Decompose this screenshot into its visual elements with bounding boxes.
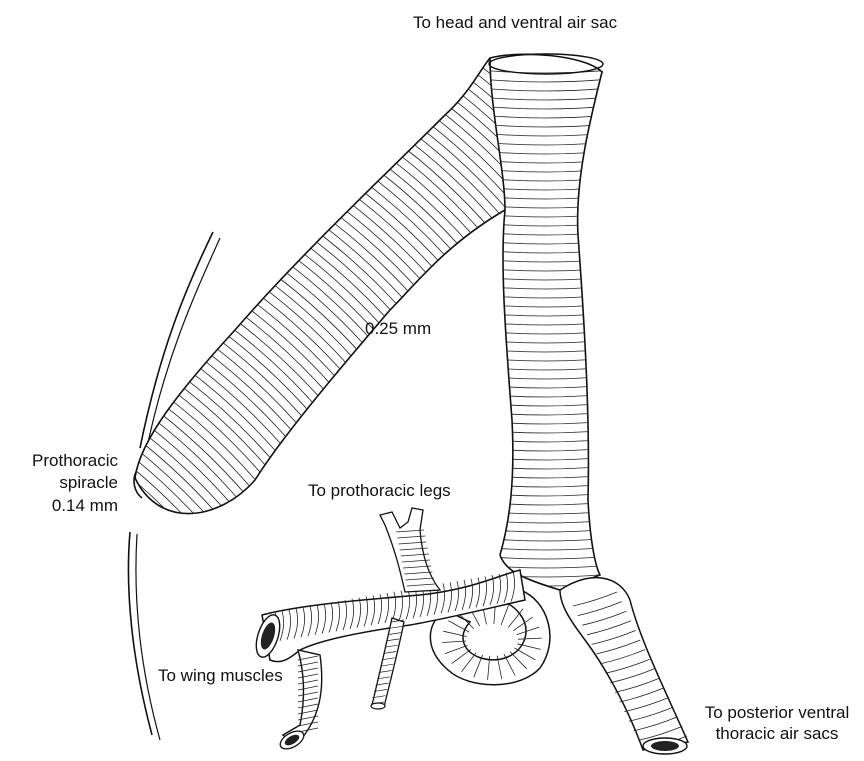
- spiracle-label-line1: Prothoracic: [0, 450, 118, 471]
- spiracle-label-line2: spiracle: [0, 472, 118, 493]
- spiracle-size-label: 0.14 mm: [0, 495, 118, 516]
- thin-tube: [372, 618, 404, 707]
- wing-label: To wing muscles: [158, 665, 283, 686]
- posterior-branch: [560, 578, 688, 750]
- posterior-label-line1: To posterior ventral: [694, 702, 860, 723]
- head-label: To head and ventral air sac: [413, 12, 617, 33]
- posterior-label-line2: thoracic air sacs: [694, 723, 860, 744]
- trunk-diameter-label: 0.25 mm: [365, 318, 431, 339]
- legs-label: To prothoracic legs: [308, 480, 451, 501]
